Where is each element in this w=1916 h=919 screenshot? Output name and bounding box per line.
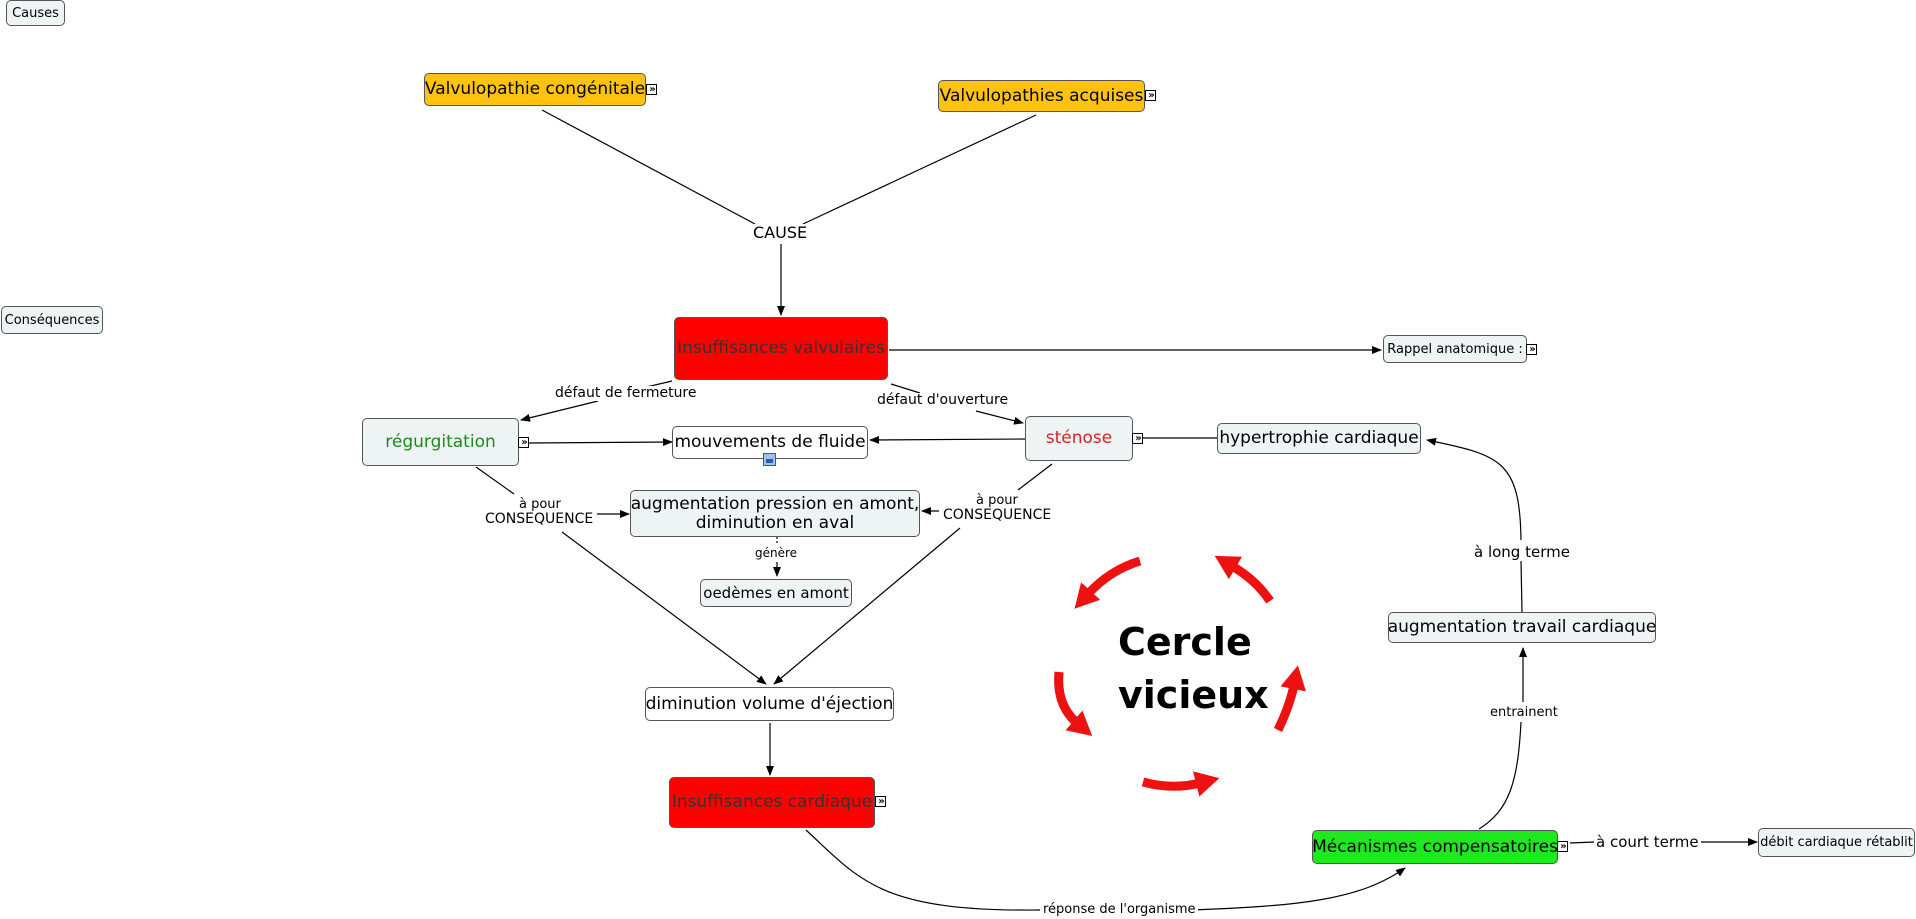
link-mecanismes-entrainent — [1478, 721, 1522, 830]
cercle-line1: Cercle — [1118, 620, 1252, 664]
expand-icon[interactable]: » — [1526, 344, 1537, 355]
label-cause: CAUSE — [751, 223, 810, 242]
label-entrainent: entrainent — [1488, 705, 1560, 720]
consequences-label[interactable]: Conséquences — [1, 306, 103, 334]
link-apour-diminution-left — [561, 531, 767, 685]
link-fermeture-regurgitation — [520, 400, 599, 422]
node-stenose[interactable]: sténose — [1025, 416, 1133, 461]
label-long-terme: à long terme — [1472, 543, 1572, 561]
link-stenose-apour — [1017, 463, 1053, 491]
link-travail-longterme — [1520, 559, 1523, 613]
node-oedemes-en-amont[interactable]: oedèmes en amont — [700, 579, 852, 607]
expand-icon[interactable]: » — [1145, 90, 1156, 101]
image-icon[interactable] — [763, 453, 776, 466]
link-apour-diminution-right — [773, 527, 961, 685]
node-diminution-volume-ejection[interactable]: diminution volume d'éjection — [645, 687, 894, 721]
label-apour-right-2: CONSEQUENCE — [941, 507, 1054, 523]
link-regurgitation-mouvements — [527, 438, 673, 447]
link-mecanismes-courtterme — [1569, 841, 1595, 844]
link-reponse-mecanismes — [1189, 867, 1406, 911]
node-rappel-anatomique[interactable]: Rappel anatomique : — [1383, 335, 1527, 363]
label-genere: génère — [753, 546, 800, 561]
cercle-line2: vicieux — [1118, 673, 1269, 717]
node-debit-cardiaque-retablit[interactable]: débit cardiaque rétablit — [1758, 828, 1915, 857]
expand-icon[interactable]: » — [875, 796, 886, 807]
augmentation-pression-line1: augmentation pression en amont, — [630, 493, 920, 514]
node-hypertrophie-cardiaque[interactable]: hypertrophie cardiaque — [1217, 423, 1421, 454]
augmentation-pression-line2: diminution en aval — [695, 512, 855, 533]
expand-icon[interactable]: » — [518, 437, 529, 448]
node-augmentation-travail-cardiaque[interactable]: augmentation travail cardiaque — [1388, 612, 1656, 643]
link-acquises-cause — [802, 114, 1037, 225]
node-regurgitation[interactable]: régurgitation — [362, 418, 519, 466]
causes-label[interactable]: Causes — [6, 0, 65, 26]
node-mecanismes-compensatoires[interactable]: Mécanismes compensatoires — [1312, 830, 1558, 864]
label-reponse-organisme: réponse de l'organisme — [1041, 902, 1198, 917]
label-apour-left-2: CONSEQUENCE — [483, 511, 596, 527]
cercle-vicieux-title: Cercle vicieux — [1118, 616, 1269, 722]
label-defaut-ouverture: défaut d'ouverture — [875, 392, 1011, 408]
label-defaut-fermeture: défaut de fermeture — [553, 385, 699, 401]
node-valvulopathie-congenitale[interactable]: Valvulopathie congénitale — [424, 73, 646, 106]
link-congenitale-cause — [541, 109, 756, 225]
vicious-cycle-arrows — [1054, 555, 1306, 797]
expand-icon[interactable]: » — [1557, 841, 1568, 852]
label-apour-left-1: à pour — [517, 497, 563, 512]
expand-icon[interactable]: » — [1132, 433, 1143, 444]
link-insuffisances-ouverture — [890, 383, 921, 394]
link-regurgitation-apour — [475, 466, 515, 495]
link-stenose-mouvements — [869, 435, 1026, 444]
label-court-terme: à court terme — [1594, 833, 1701, 851]
node-insuffisances-cardiaque[interactable]: Insuffisances cardiaque — [669, 777, 875, 828]
expand-icon[interactable]: » — [646, 84, 657, 95]
node-valvulopathies-acquises[interactable]: Valvulopathies acquises — [938, 80, 1145, 112]
node-augmentation-pression[interactable]: augmentation pression en amont, diminuti… — [630, 490, 920, 537]
node-insuffisances-valvulaires[interactable]: Insuffisances valvulaires — [674, 317, 888, 380]
link-ouverture-stenose — [975, 410, 1024, 425]
link-insuffisances-reponse — [805, 829, 1041, 911]
label-apour-right-1: à pour — [974, 493, 1020, 508]
link-longterme-hypertrophie — [1426, 437, 1522, 541]
